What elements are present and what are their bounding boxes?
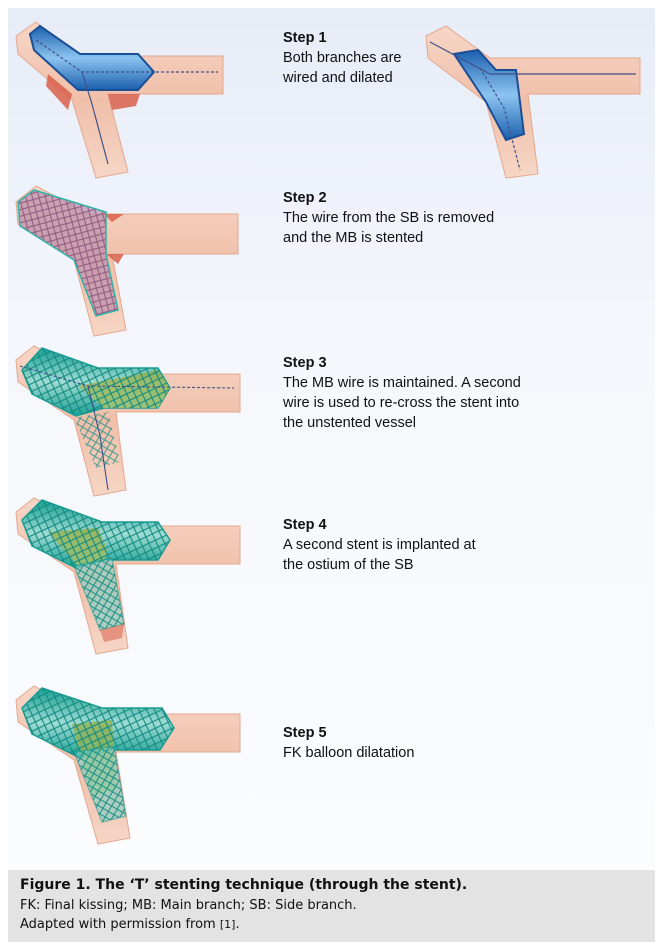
plaque-right — [108, 94, 140, 110]
step1-vessel-diagram-right — [420, 18, 650, 188]
step2-vessel-diagram — [8, 180, 248, 340]
step2-text: The wire from the SB is removed and the … — [283, 208, 494, 248]
caption-adapted: Adapted with permission from [1]. — [20, 917, 240, 932]
step2-title: Step 2 — [283, 190, 327, 206]
caption-abbreviations: FK: Final kissing; MB: Main branch; SB: … — [20, 898, 357, 913]
step1-vessel-diagram-left — [8, 14, 248, 184]
step5-title: Step 5 — [283, 725, 327, 741]
caption-title: Figure 1. The ‘T’ stenting technique (th… — [20, 877, 467, 893]
step4-text: A second stent is implanted at the ostiu… — [283, 535, 476, 575]
step3-vessel-diagram — [8, 340, 248, 500]
step1-text: Both branches are wired and dilated — [283, 48, 402, 88]
step5-vessel-diagram — [8, 680, 248, 850]
step4-title: Step 4 — [283, 517, 327, 533]
step1-title: Step 1 — [283, 30, 327, 46]
figure-caption: Figure 1. The ‘T’ stenting technique (th… — [8, 870, 655, 942]
step3-title: Step 3 — [283, 355, 327, 371]
caption-adapted-text: Adapted with permission from — [20, 917, 220, 932]
step5-text: FK balloon dilatation — [283, 743, 414, 763]
caption-reference[interactable]: [1] — [220, 918, 236, 931]
step3-text: The MB wire is maintained. A second wire… — [283, 373, 521, 433]
caption-period: . — [235, 917, 239, 932]
step4-vessel-diagram — [8, 492, 248, 662]
